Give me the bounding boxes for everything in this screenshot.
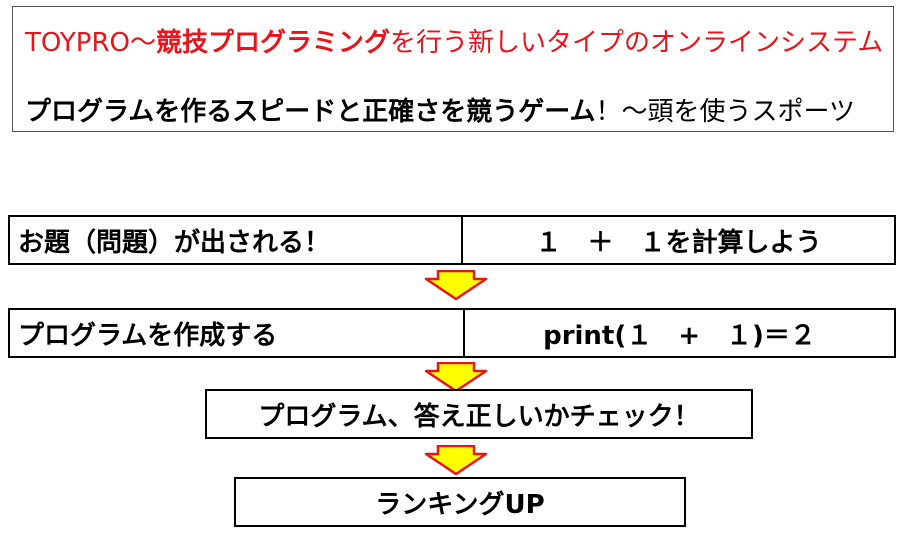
header-title-suffix: を行う新しいタイプのオンラインシステム	[390, 28, 884, 58]
header-panel: TOYPRO～競技プログラミングを行う新しいタイプのオンラインシステム プログラ…	[12, 6, 894, 132]
step-problem-detail: １ ＋ １を計算しよう	[461, 217, 894, 263]
step-program-detail: print(１ + １)＝２	[463, 310, 894, 356]
step-ranking-box: ランキングUP	[234, 477, 686, 527]
step-check-label: プログラム、答え正しいかチェック！	[258, 401, 700, 432]
flow-arrow-2	[424, 362, 488, 392]
header-title-line: TOYPRO～競技プログラミングを行う新しいタイプのオンラインシステム	[25, 22, 883, 59]
header-title-highlight: 競技プログラミング	[156, 28, 391, 58]
flow-arrow-1	[424, 270, 488, 300]
flow-arrow-2-shape	[424, 362, 488, 392]
step-program-label: プログラムを作成する	[18, 320, 278, 351]
step-problem-label: お題（問題）が出される！	[18, 227, 331, 258]
step-problem-row: お題（問題）が出される！ １ ＋ １を計算しよう	[8, 215, 896, 265]
step-program-row: プログラムを作成する print(１ + １)＝２	[8, 308, 896, 358]
flow-arrow-3	[424, 445, 488, 475]
flow-arrow-3-shape	[424, 445, 488, 475]
header-subtitle-line: プログラムを作るスピードと正確さを競うゲーム！～頭を使うスポーツ	[25, 91, 855, 128]
header-title-prefix: TOYPRO～	[25, 28, 157, 58]
step-check-box: プログラム、答え正しいかチェック！	[205, 389, 753, 439]
header-subtitle-suffix: ！～頭を使うスポーツ	[595, 97, 855, 127]
step-ranking-label: ランキングUP	[375, 489, 545, 520]
header-subtitle-highlight: プログラムを作るスピードと正確さを競うゲーム	[25, 97, 596, 127]
flow-arrow-1-shape	[424, 270, 488, 300]
